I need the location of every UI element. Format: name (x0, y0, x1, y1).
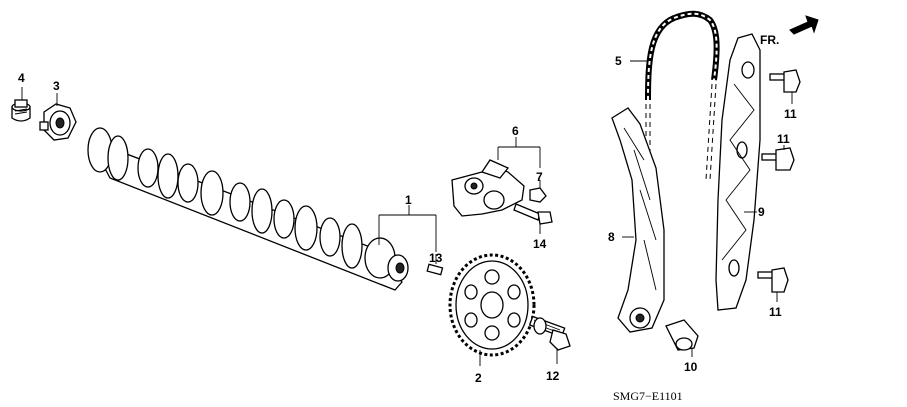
stud-bolt-part-10 (665, 319, 699, 351)
callout-13: 13 (429, 251, 443, 265)
leader-lines (21, 60, 793, 366)
callout-labels: 4 3 1 13 6 7 14 2 12 5 8 9 10 11 11 11 (18, 54, 797, 385)
callout-14: 14 (533, 237, 547, 251)
callout-6: 6 (512, 124, 519, 138)
dowel-pin-part-13 (426, 263, 444, 276)
chain-guide-part-9 (715, 33, 761, 311)
flange-bolt-part-12 (528, 315, 571, 351)
guide-bolt-part-11-middle (761, 147, 795, 171)
cam-chain-part-5 (645, 10, 720, 181)
camshaft-sprocket-part-2 (448, 253, 536, 357)
bolt-part-7 (529, 187, 547, 203)
seal-part-3 (39, 103, 77, 141)
callout-9: 9 (758, 205, 765, 219)
callout-5: 5 (615, 54, 622, 68)
callout-11-middle: 11 (777, 132, 790, 146)
callout-10: 10 (684, 360, 698, 374)
callout-2: 2 (475, 371, 482, 385)
tensioner-arm-part-8 (611, 107, 665, 333)
guide-bolt-part-11-bottom (757, 267, 789, 293)
front-direction-label: FR. (760, 33, 779, 47)
camshaft-part-1 (87, 127, 409, 291)
callout-3: 3 (53, 79, 60, 93)
chain-tensioner-part-6 (451, 159, 525, 217)
guide-bolt-part-11-top (769, 69, 801, 93)
callout-12: 12 (546, 369, 560, 383)
callout-11-top: 11 (784, 107, 797, 121)
front-direction-arrow-icon (789, 15, 819, 35)
bolt-part-14 (513, 203, 553, 225)
callout-11-bottom: 11 (769, 305, 782, 319)
callout-4: 4 (18, 71, 25, 85)
callout-1: 1 (405, 193, 412, 207)
callout-7: 7 (536, 170, 543, 184)
callout-8: 8 (608, 230, 615, 244)
diagram-code: SMG7−E1101 (613, 389, 683, 403)
plug-bolt-part-4 (11, 99, 31, 122)
